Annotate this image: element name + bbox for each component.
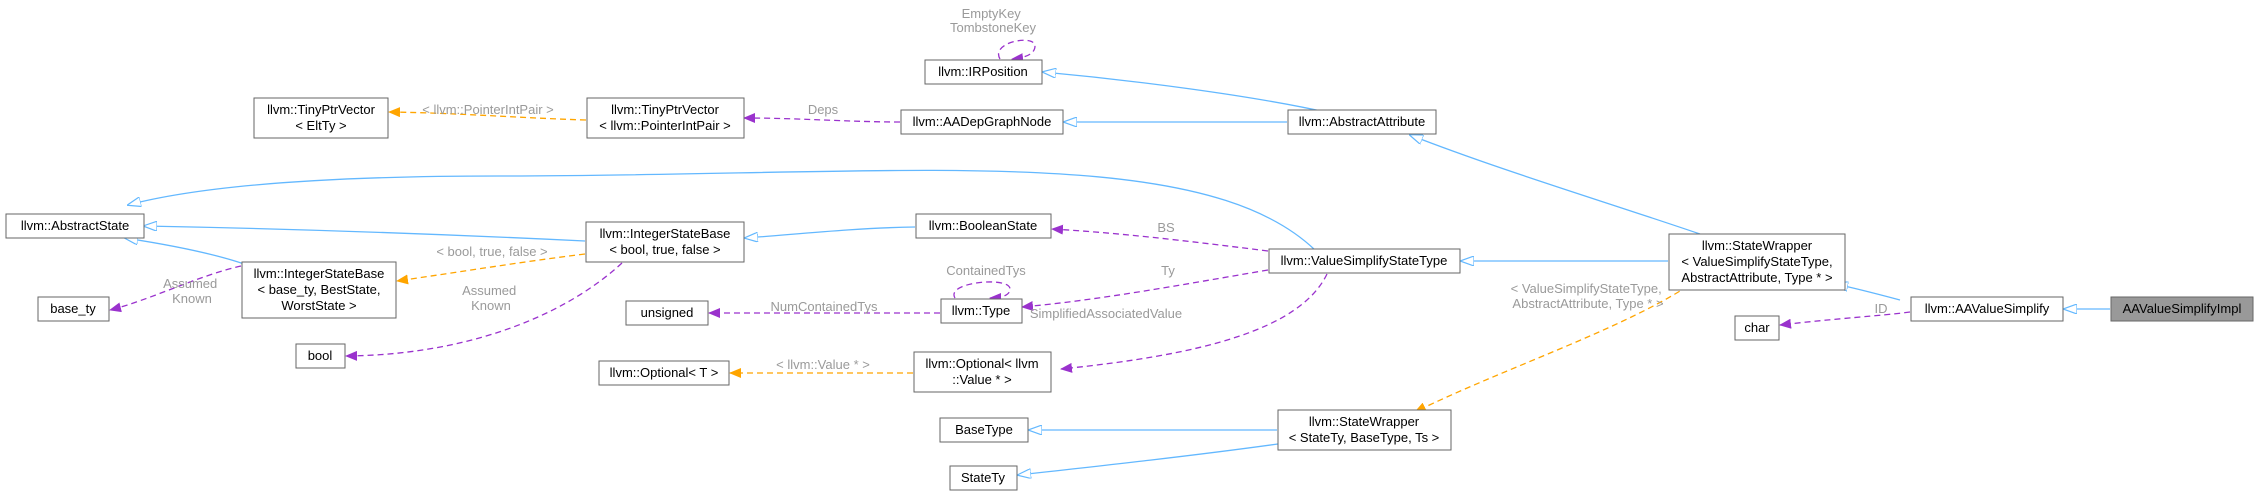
node-llvm-irposition[interactable]: llvm::IRPosition <box>924 59 1043 85</box>
edge-tinyptrvector-template <box>388 107 587 121</box>
svg-text:llvm::StateWrapper: llvm::StateWrapper <box>1702 238 1813 253</box>
edge-deps <box>743 113 901 124</box>
node-llvm-abstractstate[interactable]: llvm::AbstractState <box>5 213 145 239</box>
node-llvm-integerstatebase-bool[interactable]: llvm::IntegerStateBase < bool, true, fal… <box>585 221 745 263</box>
svg-text:< base_ty, BestState,: < base_ty, BestState, <box>258 282 381 297</box>
node-base-ty[interactable]: base_ty <box>37 296 110 322</box>
label-vsst-template: < ValueSimplifyStateType, AbstractAttrib… <box>1511 281 1666 311</box>
node-llvm-tinyptrvector-eltty[interactable]: llvm::TinyPtrVector < EltTy > <box>253 97 389 139</box>
svg-text:llvm::IntegerStateBase: llvm::IntegerStateBase <box>254 266 385 281</box>
node-llvm-statewrapper-vsst[interactable]: llvm::StateWrapper < ValueSimplifyStateT… <box>1668 233 1846 291</box>
edge-labels: EmptyKey TombstoneKey Deps < llvm::Point… <box>163 6 1887 372</box>
edge-isb-generic-abstractstate <box>125 238 256 269</box>
label-irposition-self: EmptyKey TombstoneKey <box>950 6 1036 35</box>
svg-text:llvm::TinyPtrVector: llvm::TinyPtrVector <box>611 102 720 117</box>
svg-text:llvm::Type: llvm::Type <box>952 303 1011 318</box>
svg-text:StateTy: StateTy <box>961 470 1006 485</box>
edge-abstractattribute-irposition <box>1043 72 1331 114</box>
edge-isb-base-ty <box>109 265 242 313</box>
node-llvm-aadepgraphnode[interactable]: llvm::AADepGraphNode <box>900 109 1064 135</box>
edge-statewrapper-abstractattribute <box>1410 135 1701 235</box>
edge-isb-bool-abstractstate <box>144 226 586 242</box>
svg-text:llvm::AbstractState: llvm::AbstractState <box>21 218 129 233</box>
nodes: llvm::IRPosition llvm::AbstractAttribute… <box>5 59 2254 491</box>
svg-text:llvm::Optional< T >: llvm::Optional< T > <box>610 365 719 380</box>
node-llvm-tinyptrvector-pointerintpair[interactable]: llvm::TinyPtrVector < llvm::PointerIntPa… <box>586 97 745 139</box>
node-llvm-abstractattribute[interactable]: llvm::AbstractAttribute <box>1287 109 1437 135</box>
label-ty: Ty <box>1161 263 1175 278</box>
node-char[interactable]: char <box>1734 315 1780 341</box>
label-simplified-associated-value: SimplifiedAssociatedValue <box>1030 306 1182 321</box>
label-llvm-value-ptr: < llvm::Value * > <box>776 357 870 372</box>
node-llvm-integerstatebase-generic[interactable]: llvm::IntegerStateBase < base_ty, BestSt… <box>241 261 397 319</box>
svg-text:BaseType: BaseType <box>955 422 1013 437</box>
edge-bs <box>1051 224 1269 252</box>
label-bs: BS <box>1157 220 1175 235</box>
svg-text:AAValueSimplifyImpl: AAValueSimplifyImpl <box>2123 301 2242 316</box>
node-llvm-optional-t[interactable]: llvm::Optional< T > <box>598 360 730 386</box>
label-deps: Deps <box>808 102 839 117</box>
svg-text:< bool, true, false >: < bool, true, false > <box>609 242 720 257</box>
edge-booleanstate-isb <box>745 226 916 238</box>
svg-text:llvm::IntegerStateBase: llvm::IntegerStateBase <box>600 226 731 241</box>
edge-irposition-self <box>997 39 1036 64</box>
svg-text:llvm::TinyPtrVector: llvm::TinyPtrVector <box>267 102 376 117</box>
edge-statewrapper-statety <box>1018 442 1286 475</box>
svg-text:llvm::BooleanState: llvm::BooleanState <box>929 218 1037 233</box>
edge-isb-template <box>396 253 586 285</box>
svg-text:char: char <box>1744 320 1770 335</box>
edge-vsst-abstractstate <box>128 169 1316 251</box>
svg-text:WorstState >: WorstState > <box>281 298 356 313</box>
svg-text:unsigned: unsigned <box>641 305 694 320</box>
label-assumed-known-2: Assumed Known <box>462 283 520 313</box>
node-llvm-booleanstate[interactable]: llvm::BooleanState <box>915 213 1052 239</box>
svg-text:< EltTy >: < EltTy > <box>295 118 346 133</box>
svg-text:AbstractAttribute, Type * >: AbstractAttribute, Type * > <box>1681 270 1832 285</box>
svg-text:< StateTy, BaseType, Ts >: < StateTy, BaseType, Ts > <box>1289 430 1440 445</box>
svg-text:< llvm::PointerIntPair >: < llvm::PointerIntPair > <box>599 118 731 133</box>
node-bool[interactable]: bool <box>295 343 346 369</box>
edge-type-self <box>953 281 1011 303</box>
edge-simplified-associated-value <box>1060 273 1328 373</box>
node-llvm-type[interactable]: llvm::Type <box>940 298 1023 324</box>
label-pointerintpair: < llvm::PointerIntPair > <box>422 102 554 117</box>
svg-text:llvm::Optional< llvm: llvm::Optional< llvm <box>925 356 1038 371</box>
svg-text:base_ty: base_ty <box>50 301 96 316</box>
node-llvm-valuesimplifystatetype[interactable]: llvm::ValueSimplifyStateType <box>1268 248 1461 274</box>
svg-text:llvm::AAValueSimplify: llvm::AAValueSimplify <box>1925 301 2050 316</box>
svg-text:llvm::ValueSimplifyStateType: llvm::ValueSimplifyStateType <box>1281 253 1448 268</box>
svg-text:llvm::AbstractAttribute: llvm::AbstractAttribute <box>1299 114 1425 129</box>
node-basetype[interactable]: BaseType <box>939 417 1029 443</box>
label-num-contained-tys: NumContainedTys <box>771 299 878 314</box>
label-bool-true-false: < bool, true, false > <box>436 244 547 259</box>
node-aavaluesimplifyimpl[interactable]: AAValueSimplifyImpl <box>2110 296 2254 322</box>
label-assumed-known-1: Assumed Known <box>163 276 221 306</box>
svg-text:llvm::StateWrapper: llvm::StateWrapper <box>1309 414 1420 429</box>
edge-isb-bool-type <box>345 262 623 361</box>
edges <box>109 39 2110 475</box>
label-contained-tys: ContainedTys <box>946 263 1026 278</box>
node-llvm-optional-value[interactable]: llvm::Optional< llvm ::Value * > <box>913 351 1052 393</box>
edge-ty <box>1021 269 1269 311</box>
svg-text:bool: bool <box>308 348 333 363</box>
svg-text:llvm::AADepGraphNode: llvm::AADepGraphNode <box>913 114 1052 129</box>
node-llvm-statewrapper-generic[interactable]: llvm::StateWrapper < StateTy, BaseType, … <box>1277 409 1452 451</box>
svg-text:< ValueSimplifyStateType,: < ValueSimplifyStateType, <box>1681 254 1832 269</box>
node-statety[interactable]: StateTy <box>949 465 1018 491</box>
node-llvm-aavaluesimplify[interactable]: llvm::AAValueSimplify <box>1910 296 2064 322</box>
edge-id <box>1779 311 1911 329</box>
edge-statewrapper-template <box>1414 285 1689 413</box>
label-id: ID <box>1875 301 1888 316</box>
svg-text:::Value * >: ::Value * > <box>952 372 1011 387</box>
node-unsigned[interactable]: unsigned <box>625 300 709 326</box>
svg-text:llvm::IRPosition: llvm::IRPosition <box>938 64 1028 79</box>
